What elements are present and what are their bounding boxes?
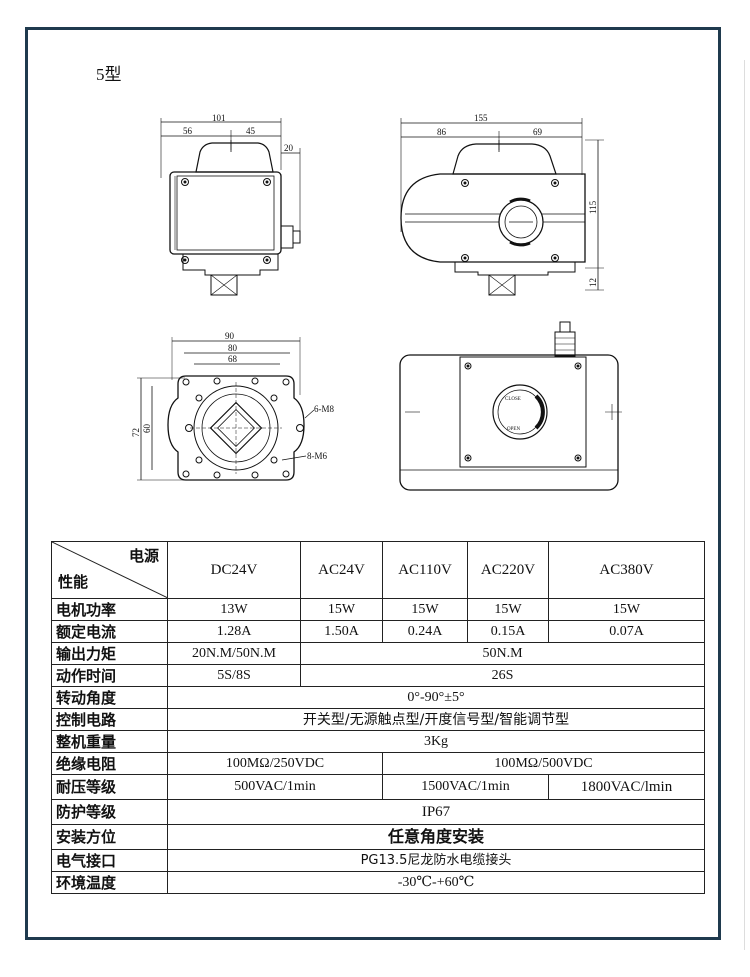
- bottom-dim-80: 80: [228, 343, 238, 353]
- table-cell: 5S/8S: [167, 664, 301, 687]
- bottom-dim-90: 90: [225, 331, 235, 341]
- table-cell: 0.07A: [548, 620, 705, 643]
- table-cell: 20N.M/50N.M: [167, 642, 301, 665]
- table-cell: IP67: [167, 799, 705, 825]
- side-dim-total: 155: [474, 113, 488, 123]
- table-row: 动作时间 5S/8S 26S: [51, 664, 705, 687]
- row-label: 额定电流: [51, 620, 168, 643]
- column-header: AC220V: [467, 541, 549, 599]
- top-view-drawing: CLOSE OPEN: [399, 321, 622, 491]
- row-label: 动作时间: [51, 664, 168, 687]
- table-cell: 1.28A: [167, 620, 301, 643]
- table-row: 电机功率 13W 15W 15W 15W 15W: [51, 598, 705, 621]
- dial-open-label: OPEN: [507, 427, 520, 432]
- row-label: 电气接口: [51, 849, 168, 872]
- row-label: 电机功率: [51, 598, 168, 621]
- table-cell: 3Kg: [167, 730, 705, 753]
- model-title: 5型: [96, 65, 122, 84]
- table-row: 电气接口 PG13.5尼龙防水电缆接头: [51, 849, 705, 872]
- table-cell: 15W: [467, 598, 549, 621]
- table-cell: 13W: [167, 598, 301, 621]
- table-cell: 26S: [300, 664, 705, 687]
- table-cell: 500VAC/1min: [167, 774, 383, 800]
- table-cell: 0°-90°±5°: [167, 686, 705, 709]
- side-view-drawing: 155 86 69 115 12: [400, 113, 604, 296]
- table-row: 绝缘电阻 100MΩ/250VDC 100MΩ/500VDC: [51, 752, 705, 775]
- front-dim-right: 45: [246, 126, 256, 136]
- row-label: 整机重量: [51, 730, 168, 753]
- table-cell: PG13.5尼龙防水电缆接头: [167, 849, 705, 872]
- row-label: 安装方位: [51, 824, 168, 850]
- table-row: 控制电路 开关型/无源触点型/开度信号型/智能调节型: [51, 708, 705, 731]
- page-edge-rule: [744, 60, 745, 950]
- table-cell: 100MΩ/500VDC: [382, 752, 705, 775]
- header-diagonal-cell: 电源 性能: [51, 541, 168, 599]
- row-label: 耐压等级: [51, 774, 168, 800]
- row-label: 输出力矩: [51, 642, 168, 665]
- table-header-row: 电源 性能 DC24V AC24V AC110V AC220V AC380V: [51, 541, 705, 599]
- row-label: 环境温度: [51, 871, 168, 894]
- callout-8-m6: 8-M6: [307, 451, 327, 461]
- table-cell: 开关型/无源触点型/开度信号型/智能调节型: [167, 708, 705, 731]
- side-dim-left: 86: [437, 127, 447, 137]
- table-cell: 0.15A: [467, 620, 549, 643]
- header-performance-label: 性能: [58, 573, 89, 591]
- table-cell: 0.24A: [382, 620, 468, 643]
- bottom-dim-60: 60: [142, 424, 152, 434]
- front-view-drawing: 101 56 45 20: [160, 113, 301, 296]
- table-row: 整机重量 3Kg: [51, 730, 705, 753]
- technical-drawings: 101 56 45 20: [131, 113, 622, 491]
- table-cell: 15W: [548, 598, 705, 621]
- table-row: 额定电流 1.28A 1.50A 0.24A 0.15A 0.07A: [51, 620, 705, 643]
- table-row: 耐压等级 500VAC/1min 1500VAC/1min 1800VAC/lm…: [51, 774, 705, 800]
- table-cell: 1500VAC/1min: [382, 774, 549, 800]
- table-row: 防护等级 IP67: [51, 799, 705, 825]
- row-label: 转动角度: [51, 686, 168, 709]
- table-cell: 50N.M: [300, 642, 705, 665]
- row-label: 控制电路: [51, 708, 168, 731]
- table-cell: -30℃-+60℃: [167, 871, 705, 894]
- side-dim-base: 12: [588, 278, 598, 287]
- header-power-label: 电源: [128, 547, 159, 565]
- bottom-dim-68: 68: [228, 354, 238, 364]
- table-cell: 1800VAC/lmin: [548, 774, 705, 800]
- callout-6-m8: 6-M8: [314, 404, 334, 414]
- header-diagonal-line: [52, 542, 167, 598]
- table-cell: 任意角度安装: [167, 824, 705, 850]
- table-cell: 100MΩ/250VDC: [167, 752, 383, 775]
- front-dim-side: 20: [284, 143, 294, 153]
- column-header: AC380V: [548, 541, 705, 599]
- table-row: 转动角度 0°-90°±5°: [51, 686, 705, 709]
- table-row: 输出力矩 20N.M/50N.M 50N.M: [51, 642, 705, 665]
- front-dim-total: 101: [212, 113, 226, 123]
- row-label: 防护等级: [51, 799, 168, 825]
- table-row: 环境温度 -30℃-+60℃: [51, 871, 705, 894]
- dial-close-label: CLOSE: [505, 397, 521, 402]
- column-header: DC24V: [167, 541, 301, 599]
- column-header: AC24V: [300, 541, 383, 599]
- spec-table: 电源 性能 DC24V AC24V AC110V AC220V AC380V 电…: [51, 541, 705, 894]
- table-cell: 15W: [300, 598, 383, 621]
- row-label: 绝缘电阻: [51, 752, 168, 775]
- column-header: AC110V: [382, 541, 468, 599]
- bottom-view-drawing: 90 80 68 72 60 6-M8 8-M6: [131, 331, 334, 481]
- table-cell: 1.50A: [300, 620, 383, 643]
- table-cell: 15W: [382, 598, 468, 621]
- side-dim-right: 69: [533, 127, 543, 137]
- front-dim-left: 56: [183, 126, 193, 136]
- bottom-dim-72: 72: [131, 428, 141, 437]
- table-row: 安装方位 任意角度安装: [51, 824, 705, 850]
- side-dim-height: 115: [588, 200, 598, 214]
